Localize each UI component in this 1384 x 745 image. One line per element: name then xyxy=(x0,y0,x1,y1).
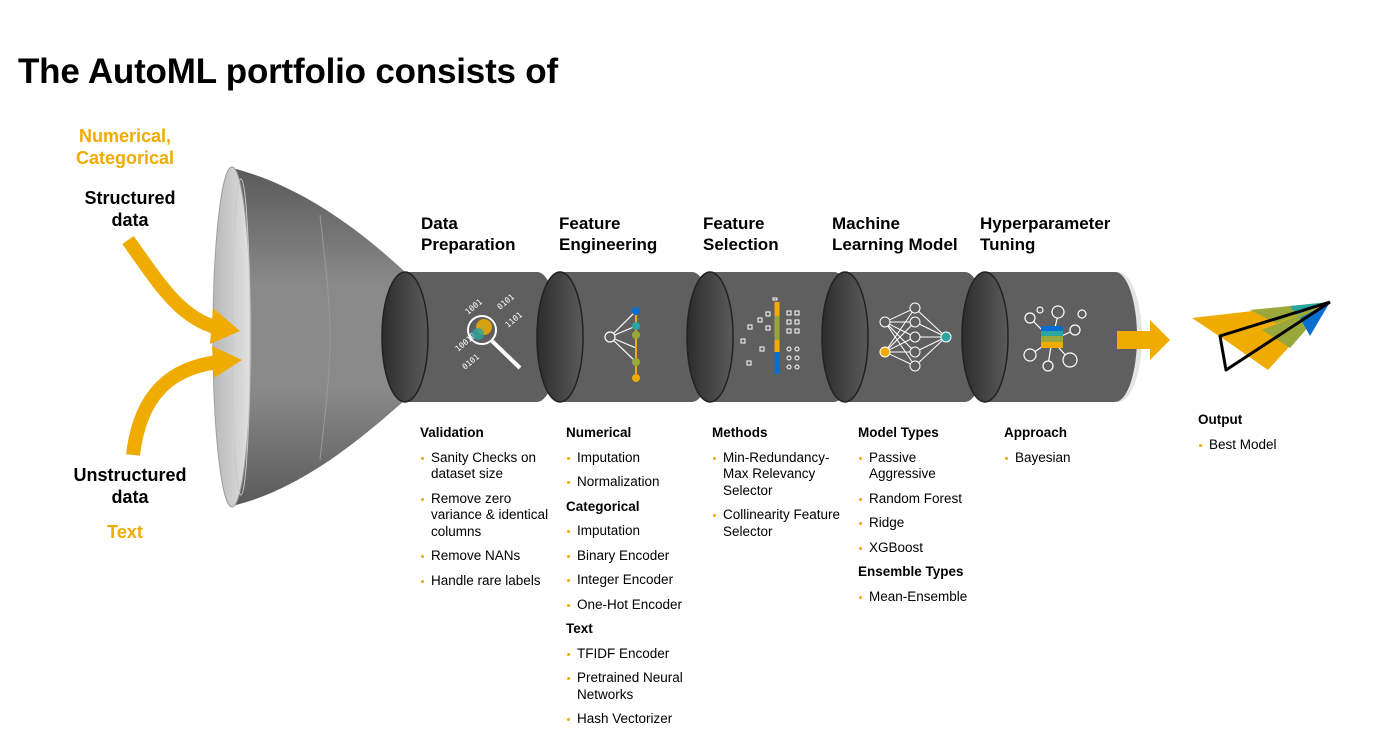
list-item: Mean-Ensemble xyxy=(858,589,988,606)
unstructured-input-arrow xyxy=(126,346,242,456)
stage-details-feature-engineering: Numerical Imputation Normalization Categ… xyxy=(566,425,698,736)
stage-details-feature-selection: Methods Min-Redundancy-Max Relevancy Sel… xyxy=(712,425,844,548)
group-heading: Methods xyxy=(712,425,768,440)
list-item: Handle rare labels xyxy=(420,573,550,590)
list-item: Remove zero variance & identical columns xyxy=(420,491,550,541)
group-heading: Categorical xyxy=(566,498,640,514)
list-item: Pretrained Neural Networks xyxy=(566,670,698,703)
list-item: XGBoost xyxy=(858,540,988,557)
group-heading: Approach xyxy=(1004,425,1068,440)
output-arrow xyxy=(1117,320,1170,360)
group-heading: Text xyxy=(566,621,593,636)
output-heading: Output xyxy=(1198,412,1243,427)
list-item: Ridge xyxy=(858,515,988,532)
funnel xyxy=(212,166,405,508)
list-item: Bayesian xyxy=(1004,450,1124,467)
list-item: Imputation xyxy=(566,450,698,467)
list-item: Imputation xyxy=(566,523,698,540)
list-item: Min-Redundancy-Max Relevancy Selector xyxy=(712,450,844,500)
group-heading: Validation xyxy=(420,425,484,440)
output-details: Output Best Model xyxy=(1198,412,1318,461)
stage-details-data-preparation: Validation Sanity Checks on dataset size… xyxy=(420,425,550,597)
list-item: Random Forest xyxy=(858,491,988,508)
list-item: Passive Aggressive xyxy=(858,450,949,483)
feature-network-icon xyxy=(604,307,640,382)
stage-details-hyperparameter-tuning: Approach Bayesian xyxy=(1004,425,1124,474)
structured-types-label: Numerical,Categorical xyxy=(75,126,175,168)
list-item: Remove NANs xyxy=(420,548,550,565)
page-title: The AutoML portfolio consists of xyxy=(18,52,558,91)
structured-input-arrow xyxy=(122,235,240,344)
list-item: Normalization xyxy=(566,474,698,491)
tuning-graph-icon xyxy=(1023,305,1087,372)
unstructured-types-label: Text xyxy=(107,522,143,542)
list-item: Hash Vectorizer xyxy=(566,711,698,728)
feature-grid-icon xyxy=(740,297,800,374)
list-item: Sanity Checks on dataset size xyxy=(420,450,550,483)
paper-plane-icon xyxy=(1192,300,1331,372)
group-heading: Model Types xyxy=(858,425,939,440)
group-heading: Numerical xyxy=(566,425,632,440)
list-item: TFIDF Encoder xyxy=(566,646,698,663)
list-item: Integer Encoder xyxy=(566,572,698,589)
neural-network-icon xyxy=(879,302,952,372)
list-item: Best Model xyxy=(1198,437,1318,454)
stage-details-machine-learning-model: Model Types Passive Aggressive Random Fo… xyxy=(858,425,988,613)
list-item: Collinearity Feature Selector xyxy=(712,507,844,540)
list-item: One-Hot Encoder xyxy=(566,597,698,614)
list-item: Binary Encoder xyxy=(566,548,698,565)
group-heading: Ensemble Types xyxy=(858,564,964,579)
